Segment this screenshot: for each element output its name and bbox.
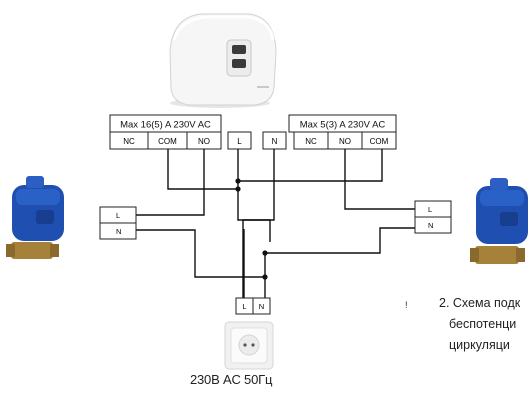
right-relay-rating: Max 5(3) A 230V AC <box>300 120 386 131</box>
terminal-com-right: COM <box>370 137 389 146</box>
note-line-1: 2. Схема подк <box>439 296 521 310</box>
receiver-device-image <box>169 13 277 108</box>
left-valve-n-label: N <box>116 227 121 236</box>
socket-caption: 230В AC 50Гц <box>190 372 273 387</box>
terminal-l-power: L <box>237 137 242 146</box>
left-valve-terminals: L N <box>99 206 137 240</box>
socket-n-label: N <box>259 302 264 311</box>
note-marker: ! <box>405 300 408 310</box>
right-valve-n-label: N <box>428 221 433 230</box>
left-relay-rating: Max 16(5) A 230V AC <box>120 120 211 131</box>
right-valve-image <box>470 178 528 264</box>
right-valve-l-label: L <box>428 205 432 214</box>
left-valve-image <box>6 176 64 259</box>
scheme-note: 2. Схема подк беспотенци циркуляци <box>439 293 520 356</box>
power-socket-image <box>224 321 274 370</box>
wires <box>136 149 415 298</box>
socket-l-label: L <box>242 302 246 311</box>
terminal-n-power: N <box>272 137 278 146</box>
note-line-3: циркуляци <box>449 338 510 352</box>
terminal-no-left: NO <box>198 137 210 146</box>
socket-terminals: L N <box>235 297 271 315</box>
terminal-nc-left: NC <box>123 137 135 146</box>
wire-junctions <box>235 178 268 280</box>
terminal-com-left: COM <box>158 137 177 146</box>
terminal-no-right: NO <box>339 137 351 146</box>
note-line-2: беспотенци <box>449 317 517 331</box>
terminal-block-top: Max 16(5) A 230V AC Max 5(3) A 230V AC N… <box>109 114 397 150</box>
right-valve-terminals: L N <box>414 200 452 234</box>
terminal-nc-right: NC <box>305 137 317 146</box>
left-valve-l-label: L <box>116 211 120 220</box>
